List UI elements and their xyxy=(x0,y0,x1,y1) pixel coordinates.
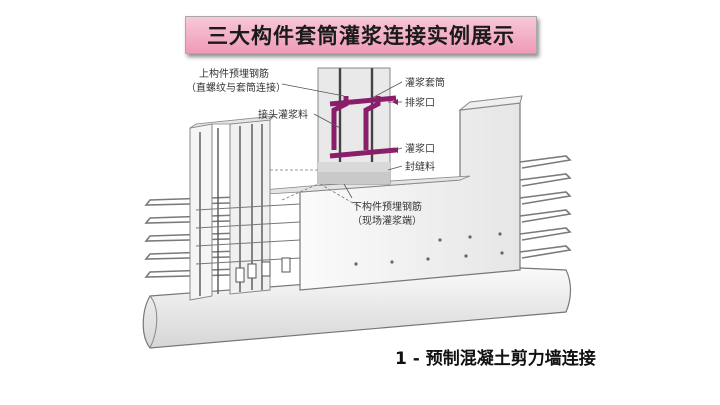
annotation-lower-rebar-1: 下构件预埋钢筋 xyxy=(352,200,422,213)
figure-caption: 1 - 预制混凝土剪力墙连接 xyxy=(395,349,596,369)
port-arrows xyxy=(392,99,398,153)
leader-lines xyxy=(270,169,359,207)
annotation-upper-rebar-1: 上构件预埋钢筋 xyxy=(199,67,269,80)
annotation-inlet: 灌浆口 xyxy=(405,142,435,155)
sleeve-detail-inset xyxy=(317,67,397,185)
annotation-joint-grout: 接头灌浆料 xyxy=(258,108,308,121)
foundation-beam xyxy=(142,267,572,349)
edge-column xyxy=(189,115,301,301)
annotation-upper-rebar-2: （直螺纹与套筒连接） xyxy=(186,81,286,94)
lower-wall-panel xyxy=(249,95,523,291)
annotation-outlet: 排浆口 xyxy=(405,96,435,109)
title-banner: 三大构件套筒灌浆连接实例展示 xyxy=(185,16,537,54)
annotation-grout-sleeve: 灌浆套筒 xyxy=(405,76,445,89)
grout-sleeve-shape xyxy=(329,95,397,159)
annotation-seal: 封缝料 xyxy=(405,160,435,173)
right-rebar-loops xyxy=(519,155,572,259)
annotation-lower-rebar-2: （现场灌浆端） xyxy=(352,214,422,227)
page-title: 三大构件套筒灌浆连接实例展示 xyxy=(207,24,515,48)
